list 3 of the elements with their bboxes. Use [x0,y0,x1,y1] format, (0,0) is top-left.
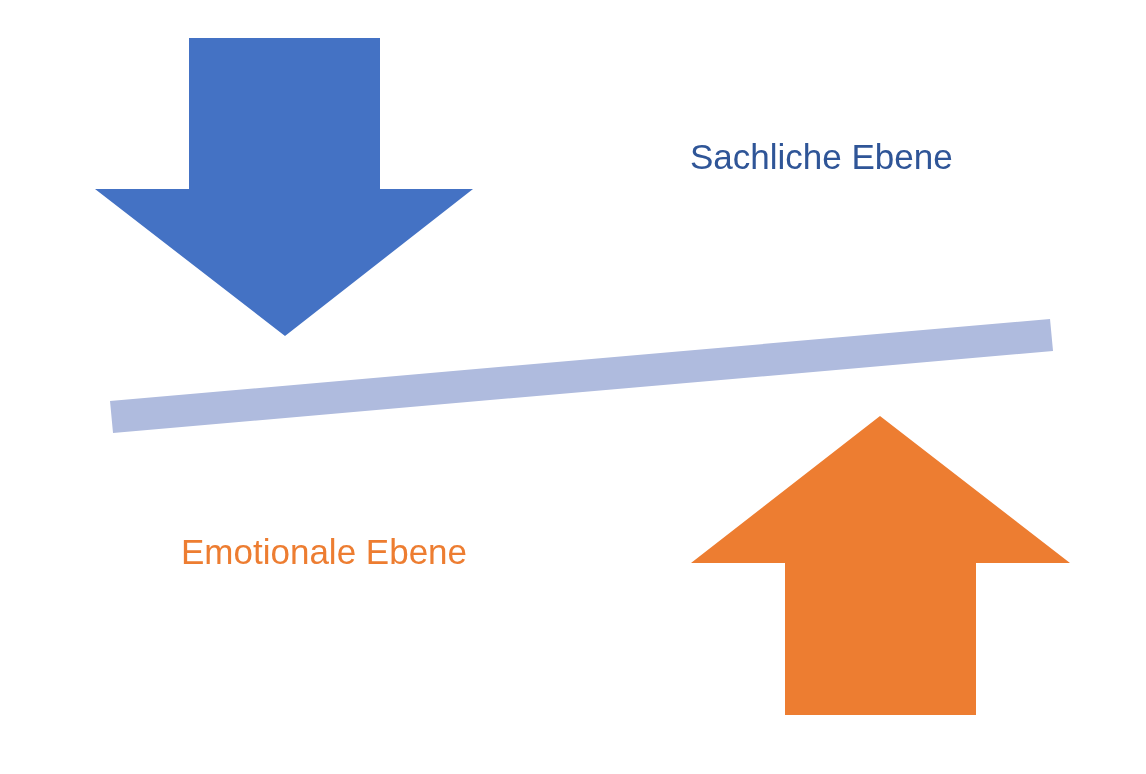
level-label: Sachliche Ebene [690,137,953,177]
tilted-bar [110,318,1054,434]
level-label: Emotionale Ebene [181,532,468,572]
